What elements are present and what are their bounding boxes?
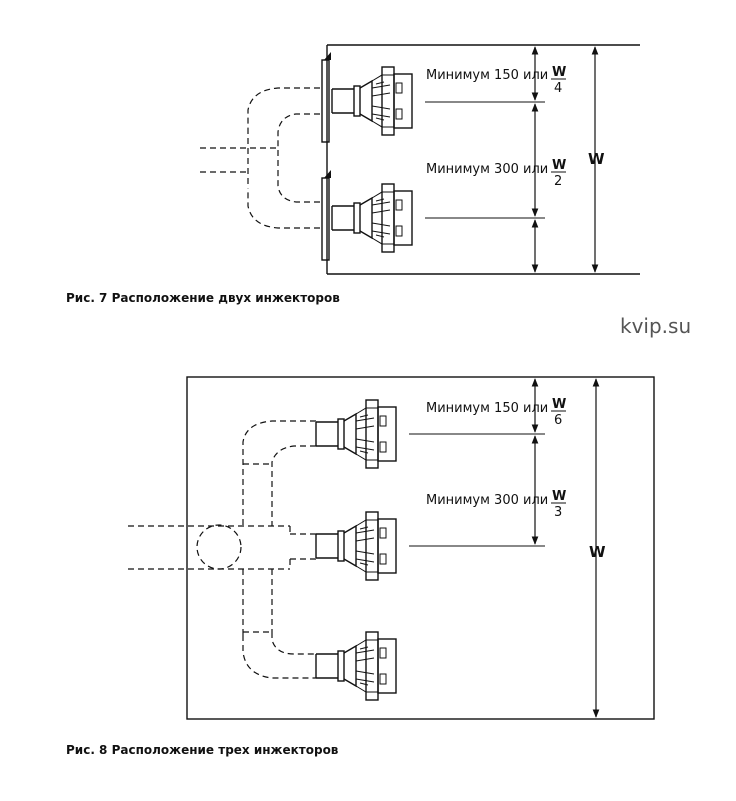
injector-top-fig7 <box>331 66 413 136</box>
injector-middle-fig8 <box>315 511 397 581</box>
dashed-piping-fig8 <box>128 420 316 679</box>
fraction-mid-numerator-fig7: W <box>552 158 566 173</box>
injector-bottom-fig7 <box>331 183 413 253</box>
figure-8: Минимум 150 или W 6 Минимум 300 или W 3 … <box>66 376 655 757</box>
mounting-plates-fig7 <box>321 52 331 261</box>
injector-top-fig8 <box>315 399 397 469</box>
duct-outline-fig8 <box>186 376 655 720</box>
dimension-arrows-fig7 <box>531 46 599 273</box>
label-min300-fig8: Минимум 300 или <box>426 493 548 508</box>
label-min150-fig8: Минимум 150 или <box>426 401 548 416</box>
fraction-top-denominator-fig8: 6 <box>554 413 562 428</box>
fraction-top-numerator-fig7: W <box>552 65 566 80</box>
label-min150-fig7: Минимум 150 или <box>426 68 548 83</box>
w-label-fig7: W <box>588 150 605 168</box>
dimension-arrows-fig8 <box>531 378 600 718</box>
caption-fig7: Рис. 7 Расположение двух инжекторов <box>66 291 340 305</box>
fraction-mid-denominator-fig8: 3 <box>554 505 562 520</box>
injector-bottom-fig8 <box>315 631 397 701</box>
dashed-piping-fig7 <box>200 87 320 229</box>
figure-7: Минимум 150 или W 4 Минимум 300 или W 2 … <box>66 44 640 305</box>
fraction-top-numerator-fig8: W <box>552 397 566 412</box>
duct-outline-fig7 <box>326 44 640 275</box>
watermark: kvip.su <box>620 314 691 338</box>
label-min300-fig7: Минимум 300 или <box>426 162 548 177</box>
fraction-top-denominator-fig7: 4 <box>554 81 562 96</box>
w-label-fig8: W <box>589 543 606 561</box>
fraction-mid-denominator-fig7: 2 <box>554 174 562 189</box>
caption-fig8: Рис. 8 Расположение трех инжекторов <box>66 743 339 757</box>
fraction-mid-numerator-fig8: W <box>552 489 566 504</box>
